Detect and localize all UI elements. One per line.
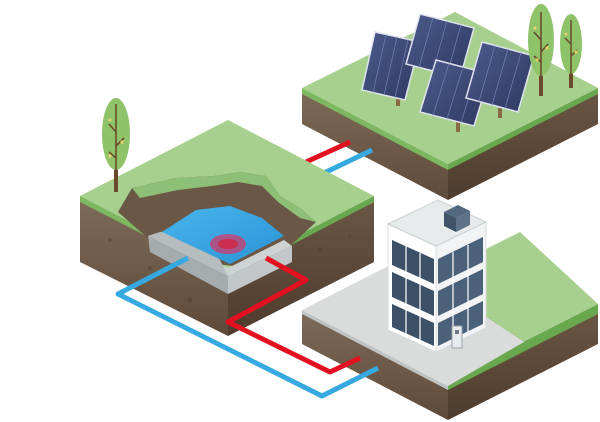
hot-pipe (306, 142, 350, 162)
solar-panel-block (302, 4, 598, 200)
building-icon (388, 200, 486, 352)
